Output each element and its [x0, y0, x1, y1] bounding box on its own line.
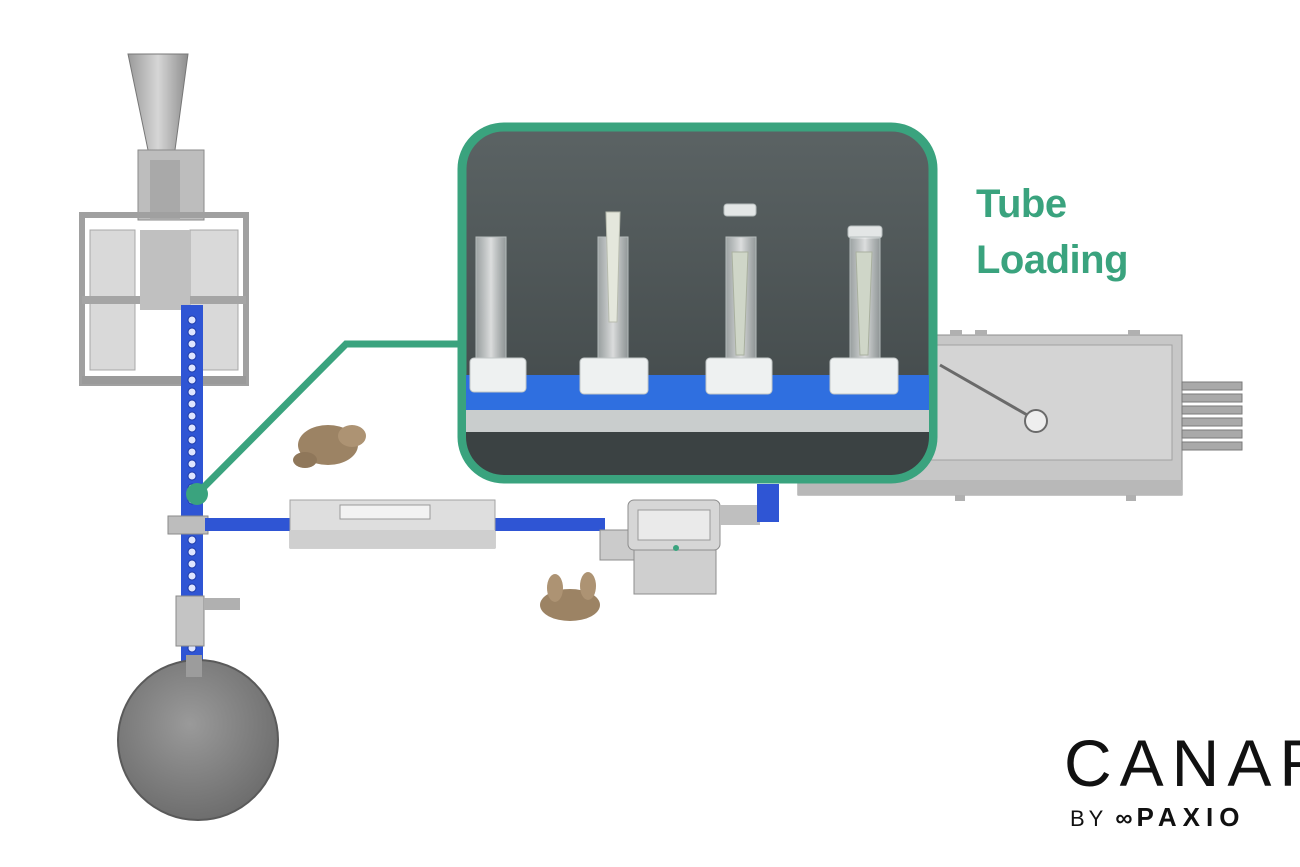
logo-sub-text: BY ∞PAXIO: [1070, 802, 1245, 837]
bud-pile-upper: [293, 425, 366, 468]
tube-capped: [829, 225, 899, 395]
callout-title: Tube Loading: [976, 176, 1129, 288]
hopper: [127, 53, 205, 221]
capping-module: [599, 484, 779, 595]
callout-title-line1: Tube: [976, 182, 1067, 226]
rotary-feeder: [186, 655, 202, 677]
logo-paxiom: PAXIO: [1136, 802, 1246, 832]
tube-preroll-inserting: [579, 211, 649, 395]
brand-logo: CANAR BY ∞PAXIO: [1064, 728, 1300, 838]
tube-empty: [469, 236, 527, 393]
horizontal-conveyor: [205, 499, 605, 549]
logo-main-text: CANAR: [1064, 728, 1300, 800]
logo-by: BY: [1070, 806, 1108, 831]
infinity-icon: ∞: [1115, 805, 1133, 832]
callout-anchor: [186, 483, 208, 505]
callout-title-line2: Loading: [976, 238, 1129, 282]
bud-pile-lower: [540, 572, 600, 621]
callout-panel: [457, 122, 938, 484]
tube-cap-lowering: [705, 203, 773, 395]
callout-connector: [194, 340, 462, 497]
rotary-table: [117, 659, 279, 821]
machine-frame: [79, 212, 249, 386]
